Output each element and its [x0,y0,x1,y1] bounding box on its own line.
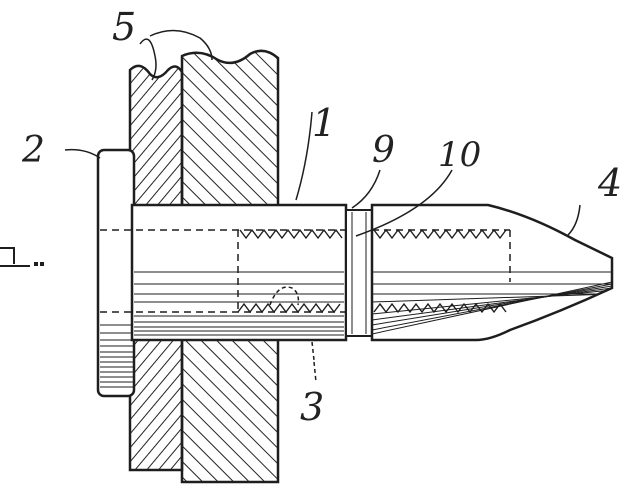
label-teeth: 10 [438,135,481,175]
label-flange: 2 [21,130,45,171]
body-cylinder [130,203,348,342]
leader-lines [64,29,581,383]
tapered-tip [370,203,614,342]
groove-ring [345,209,373,337]
hidden-bore [100,229,511,313]
internal-teeth [237,228,507,314]
label-tip: 4 [597,161,622,205]
flange [96,148,136,398]
figure-fragment [0,247,44,267]
label-plates: 5 [112,5,136,49]
label-body: 1 [312,101,336,145]
label-bore: 3 [300,385,324,429]
label-groove: 9 [372,130,395,171]
